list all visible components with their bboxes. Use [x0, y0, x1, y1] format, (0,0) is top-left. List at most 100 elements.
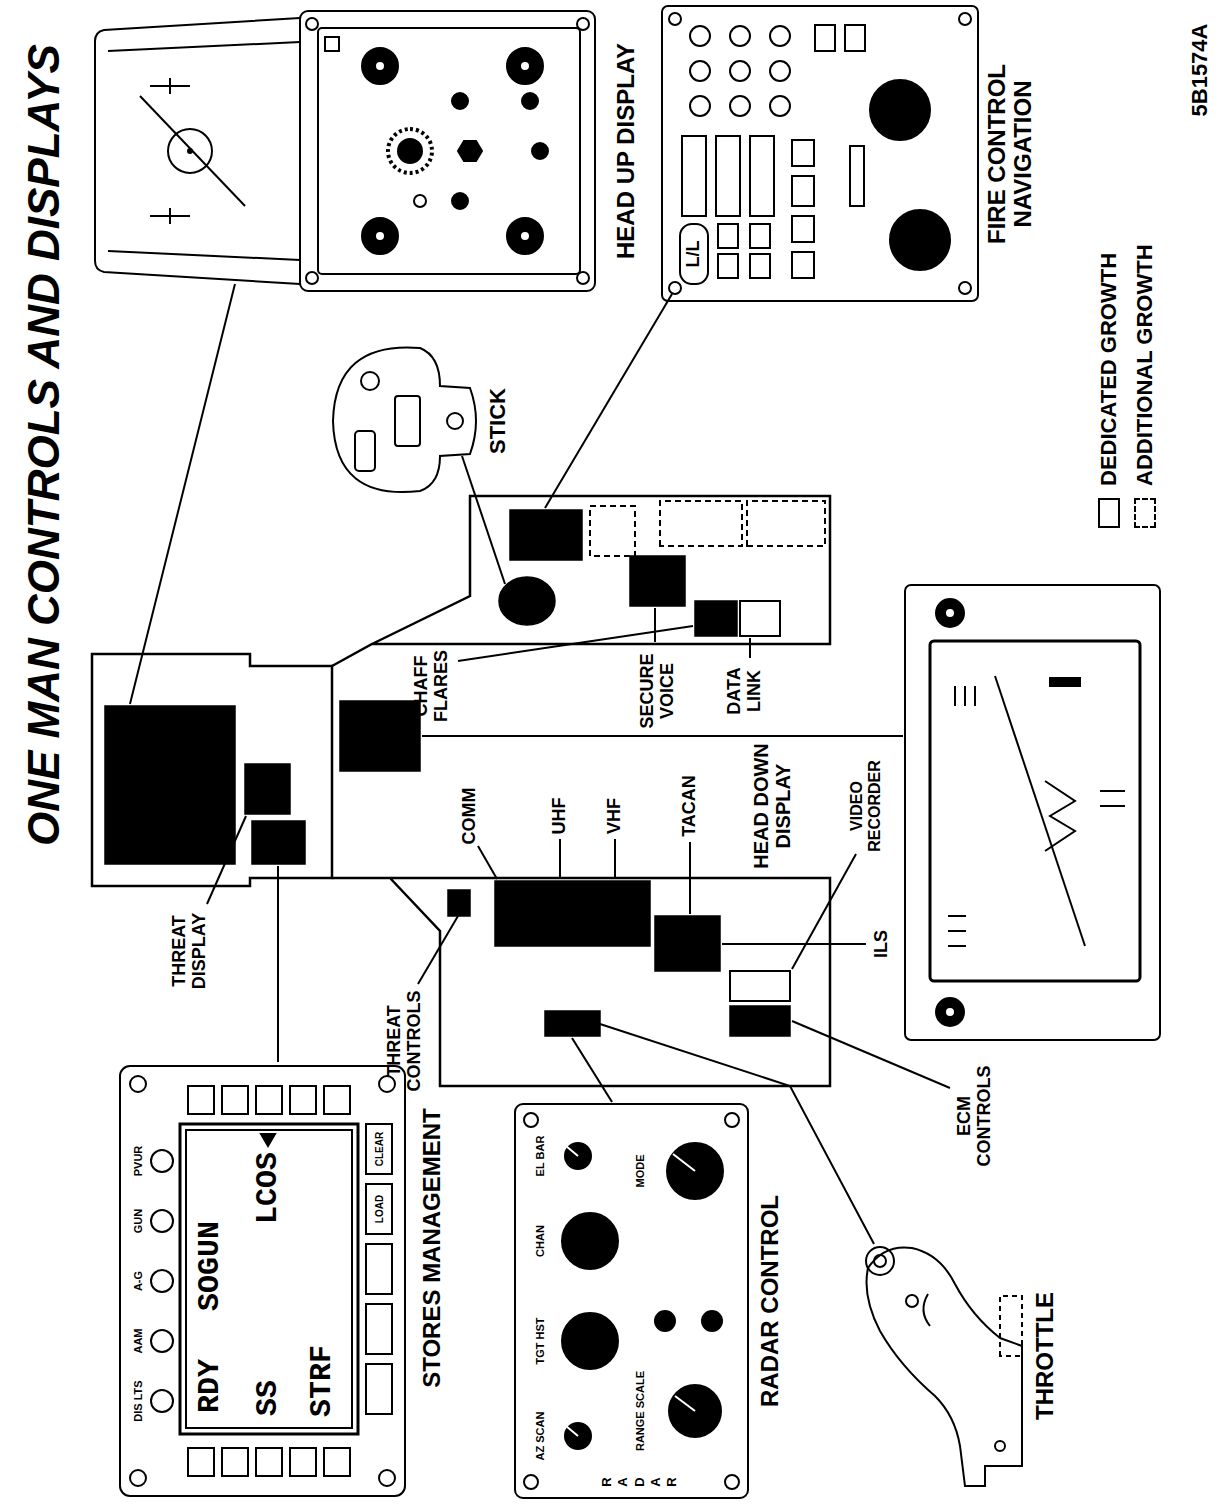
dedicated-equipment	[545, 1011, 600, 1036]
fire-control-panel-drawing	[682, 136, 706, 216]
dedicated-equipment	[510, 510, 582, 560]
callout-label: DATA LINK	[725, 651, 765, 731]
radar-panel-drawing	[675, 1396, 695, 1411]
head-up-display-drawing	[362, 48, 398, 84]
stores-panel-drawing	[188, 1086, 214, 1114]
radar-panel-drawing	[574, 1325, 606, 1357]
leader-line	[654, 608, 656, 642]
callout-label: COMM	[460, 788, 480, 845]
head-up-display-drawing	[168, 129, 212, 173]
radar-panel-drawing	[655, 1311, 675, 1331]
throttle-drawing	[923, 1294, 930, 1326]
cockpit-outline	[332, 496, 830, 666]
throttle-drawing	[995, 1441, 1005, 1451]
stores-panel-drawing	[261, 1134, 275, 1146]
fire-control-panel-drawing	[730, 61, 750, 81]
leader-line	[458, 626, 693, 661]
head-up-display-drawing	[375, 61, 385, 71]
radar-panel-drawing	[524, 1475, 538, 1489]
fire-control-panel-drawing	[770, 61, 790, 81]
stores-panel-drawing	[151, 1150, 173, 1172]
radar-panel-drawing	[565, 1143, 591, 1169]
fire-control-panel-drawing	[680, 224, 708, 284]
head-up-display-drawing	[95, 18, 300, 284]
stores-panel-drawing	[366, 1244, 392, 1294]
leader-line	[130, 284, 235, 704]
radar-panel-drawing	[566, 1146, 578, 1156]
additional-growth-box	[590, 506, 635, 556]
radar-panel-drawing	[725, 1113, 739, 1127]
head-up-display-drawing	[414, 195, 426, 207]
fire-control-panel-drawing	[669, 13, 681, 25]
dedicated-equipment	[730, 1006, 790, 1036]
fire-control-panel-drawing	[690, 96, 710, 116]
panel-legend: RANGE SCALE	[634, 1371, 646, 1451]
head-down-display-drawing	[905, 585, 1160, 1040]
dedicated-equipment	[252, 821, 305, 864]
radar-panel-drawing	[562, 1313, 618, 1369]
dedicated-equipment	[245, 764, 290, 814]
panel-caption: FIRE CONTROL NAVIGATION	[984, 54, 1037, 254]
head-up-display-drawing	[95, 11, 595, 291]
radar-panel-drawing	[574, 1225, 606, 1257]
stores-panel-drawing	[290, 1086, 316, 1114]
stores-panel-drawing	[256, 1086, 282, 1114]
stores-panel-drawing	[151, 1390, 173, 1412]
head-down-display-drawing	[948, 916, 966, 946]
fire-control-panel-drawing	[870, 80, 930, 140]
callout-label: TACAN	[680, 775, 700, 837]
radar-panel-drawing	[524, 1113, 538, 1127]
stores-panel-drawing	[180, 1124, 358, 1434]
display-text: SS	[252, 1380, 285, 1416]
stores-panel-drawing	[324, 1086, 350, 1114]
key-label: LOAD	[374, 1195, 385, 1223]
stores-panel-drawing	[379, 1470, 395, 1486]
head-down-display-drawing	[1100, 791, 1125, 806]
growth-box	[740, 601, 780, 636]
fire-control-panel-drawing	[959, 282, 971, 294]
radar-panel-drawing	[725, 1475, 739, 1489]
head-up-display-drawing	[577, 18, 589, 30]
fire-control-panel-drawing	[845, 25, 865, 51]
radar-panel-drawing	[515, 1104, 748, 1498]
panel-legend: EL BAR	[534, 1136, 546, 1177]
stores-panel-drawing	[290, 1448, 316, 1476]
additional-growth-box	[590, 501, 825, 556]
head-down-display-drawing	[936, 599, 964, 627]
legend-text: DEDICATED GROWTH	[1096, 253, 1121, 486]
leader-line	[614, 839, 616, 879]
leader-line	[722, 943, 866, 945]
leader-line	[572, 1038, 612, 1102]
head-down-display-drawing	[1050, 678, 1080, 686]
growth-box	[730, 971, 790, 1001]
head-up-display-drawing	[108, 42, 300, 260]
head-up-display-drawing	[150, 78, 190, 224]
panel-legend: MODE	[634, 1155, 646, 1188]
stick-drawing	[395, 396, 420, 446]
fire-control-panel-drawing	[750, 136, 774, 216]
radar-panel-drawing	[562, 1213, 618, 1269]
head-up-display-drawing	[520, 231, 530, 241]
fire-control-panel-drawing	[770, 96, 790, 116]
panel-legend: AAM	[132, 1328, 144, 1353]
stores-panel-drawing	[366, 1124, 392, 1174]
stick-drawing	[447, 413, 463, 429]
head-down-display-drawing	[955, 686, 975, 706]
display-text: STRF	[306, 1345, 339, 1417]
fire-control-panel-drawing	[750, 254, 770, 278]
fire-control-panel-drawing	[730, 96, 750, 116]
fire-control-panel-drawing	[716, 136, 740, 216]
stores-panel-drawing	[222, 1086, 248, 1114]
callout-label: SECURE VOICE	[638, 651, 678, 731]
callout-label: THREAT DISPLAY	[170, 906, 210, 996]
dedicated-equipment	[499, 577, 555, 625]
leader-line	[207, 816, 246, 904]
callout-label: THREAT CONTROLS	[385, 986, 425, 1096]
fire-control-panel-drawing	[792, 176, 814, 206]
dedicated-equipment	[105, 510, 790, 1036]
leader-line	[792, 854, 856, 969]
radar-panel-drawing	[669, 1385, 721, 1437]
head-down-display-drawing	[945, 608, 955, 618]
head-up-display-drawing	[458, 141, 482, 161]
